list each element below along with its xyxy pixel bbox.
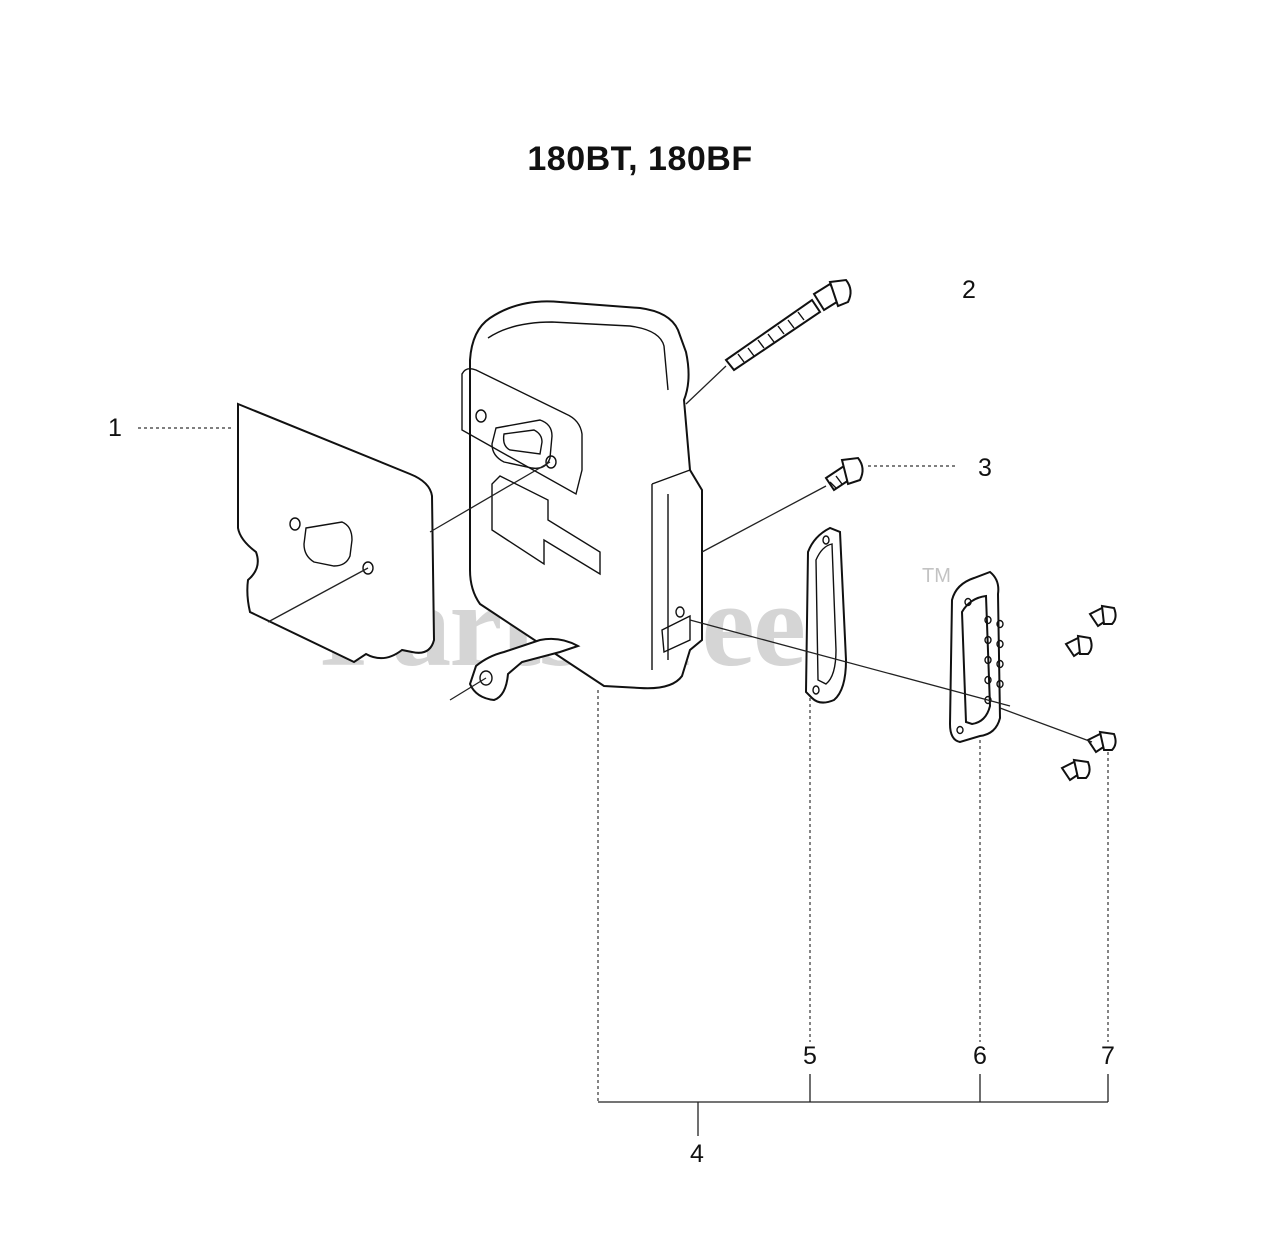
trademark-mark: TM [922,565,951,587]
callout-3: 3 [978,454,992,482]
part-6-spark-screen [948,570,1004,744]
callout-1: 1 [108,414,122,442]
part-5-gasket [804,526,848,704]
muffler-bracket [468,637,581,702]
callout-4: 4 [690,1140,704,1168]
part-3-short-bolt [824,456,864,492]
muffler-body [461,300,703,690]
leader-lines [138,365,1109,1136]
part-7-screws [1060,604,1117,782]
callout-7: 7 [1101,1042,1115,1070]
part-2-long-bolt [724,278,852,372]
callout-6: 6 [973,1042,987,1070]
callout-2: 2 [962,276,976,304]
diagram-title: 180BT, 180BF [527,140,753,178]
callout-5: 5 [803,1042,817,1070]
part-1-gasket-plate [237,402,436,664]
